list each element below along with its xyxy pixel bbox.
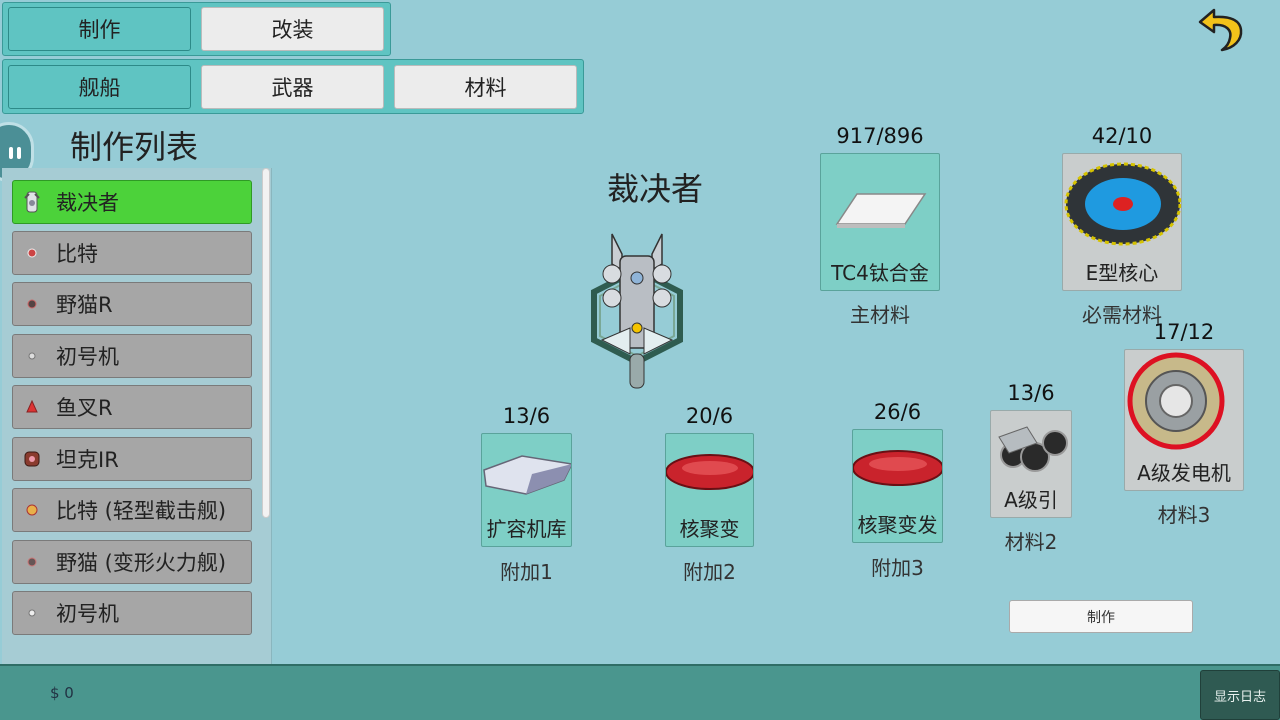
craft-button[interactable]: 制作 [1009, 600, 1193, 633]
material-3-role: 材料3 [1157, 503, 1211, 527]
list-item-label: 比特 (轻型截击舰) [56, 499, 227, 523]
material-2-count: 13/6 [1007, 381, 1055, 405]
ship-bit-interceptor-icon [22, 500, 42, 520]
craft-list-scrollbar[interactable] [262, 168, 270, 518]
list-item-prototype[interactable]: 初号机 [12, 334, 252, 378]
extra-3-role: 附加3 [871, 556, 924, 580]
ship-verdict-image [591, 233, 683, 389]
material-2-name: A级引 [1004, 488, 1058, 512]
fusion-engine-icon [853, 450, 942, 486]
material-required-role: 必需材料 [1082, 303, 1162, 327]
list-item-label: 鱼叉R [56, 396, 113, 420]
extra-3-card[interactable]: 核聚变发 [852, 429, 943, 543]
material-required-count: 42/10 [1091, 124, 1153, 148]
extra-1-count: 13/6 [502, 404, 551, 428]
material-main-count: 917/896 [836, 124, 924, 148]
material-2-role: 材料2 [1004, 530, 1058, 554]
extra-1-role: 附加1 [500, 560, 553, 584]
e-core-icon [1064, 162, 1181, 246]
list-item-label: 比特 [56, 242, 98, 266]
expansion-hangar-icon [483, 455, 571, 495]
craft-list-title: 制作列表 [70, 128, 199, 166]
list-item-verdict[interactable]: 裁决者 [12, 180, 252, 224]
extra-2-role: 附加2 [683, 560, 736, 584]
list-item-label: 裁决者 [56, 191, 119, 215]
tab-modify[interactable]: 改装 [201, 7, 384, 51]
material-required-name: E型核心 [1085, 261, 1159, 285]
show-log-button[interactable]: 显示日志 [1200, 670, 1280, 720]
list-item-label: 坦克IR [56, 448, 119, 472]
a-generator-icon [1127, 352, 1225, 450]
money-display: $ 0 [50, 684, 74, 702]
list-item-wildcat-transform[interactable]: 野猫 (变形火力舰) [12, 540, 252, 584]
a-engine-icon [998, 426, 1068, 472]
tab-weapons[interactable]: 武器 [201, 65, 384, 109]
material-required-card[interactable]: E型核心 [1062, 153, 1182, 291]
back-arrow-icon[interactable] [1196, 4, 1246, 54]
material-main-role: 主材料 [850, 303, 910, 327]
extra-1-name: 扩容机库 [486, 517, 567, 541]
titanium-plate-icon [835, 193, 927, 228]
tab-materials[interactable]: 材料 [394, 65, 577, 109]
list-item-label: 野猫R [56, 293, 113, 317]
list-item-bit[interactable]: 比特 [12, 231, 252, 275]
extra-3-name: 核聚变发 [857, 513, 938, 537]
material-2-card[interactable]: A级引 [990, 410, 1072, 518]
list-item-prototype-2[interactable]: 初号机 [12, 591, 252, 635]
ship-verdict-icon [22, 191, 42, 213]
list-item-label: 初号机 [56, 345, 119, 369]
material-3-card[interactable]: A级发电机 [1124, 349, 1244, 491]
list-item-bit-interceptor[interactable]: 比特 (轻型截击舰) [12, 488, 252, 532]
tab-ships[interactable]: 舰船 [8, 65, 191, 109]
tab-craft[interactable]: 制作 [8, 7, 191, 51]
ship-wildcat-transform-icon [22, 552, 42, 572]
ship-bit-icon [22, 243, 42, 263]
bottom-status-bar [0, 664, 1280, 720]
extra-2-name: 核聚变 [679, 517, 740, 541]
list-item-wildcat-r[interactable]: 野猫R [12, 282, 252, 326]
material-main-card[interactable]: TC4钛合金 [820, 153, 940, 291]
extra-3-count: 26/6 [873, 400, 922, 424]
ship-wildcat-icon [22, 294, 42, 314]
ship-tank-icon [22, 449, 42, 469]
extra-1-card[interactable]: 扩容机库 [481, 433, 572, 547]
fusion-icon [666, 454, 753, 490]
list-item-tank-ir[interactable]: 坦克IR [12, 437, 252, 481]
ship-prototype-icon [22, 603, 42, 623]
list-item-harpoon-r[interactable]: 鱼叉R [12, 385, 252, 429]
extra-2-count: 20/6 [685, 404, 734, 428]
material-3-name: A级发电机 [1137, 461, 1231, 485]
ship-harpoon-icon [22, 397, 42, 417]
list-item-label: 初号机 [56, 602, 119, 626]
extra-2-card[interactable]: 核聚变 [665, 433, 754, 547]
ship-name-title: 裁决者 [606, 170, 703, 208]
list-item-label: 野猫 (变形火力舰) [56, 551, 227, 575]
material-main-name: TC4钛合金 [831, 261, 929, 285]
material-3-count: 17/12 [1153, 320, 1215, 344]
ship-prototype-icon [22, 346, 42, 366]
